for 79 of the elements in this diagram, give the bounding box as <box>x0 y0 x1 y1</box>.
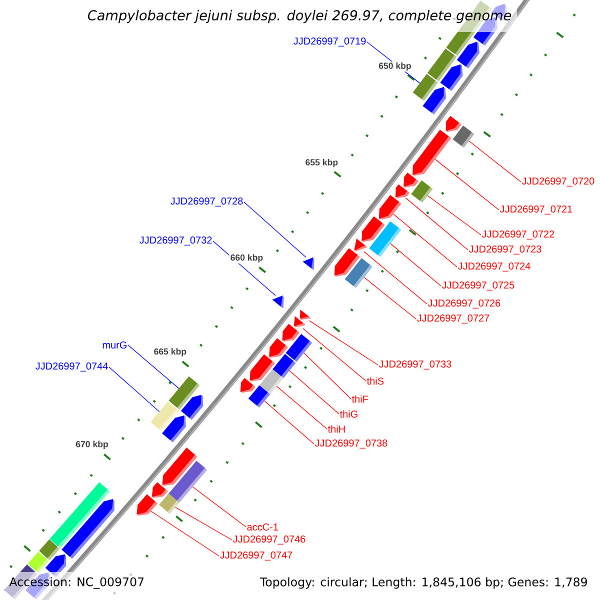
gene-block <box>286 334 312 362</box>
leader-line <box>468 140 522 182</box>
gene-feature <box>300 310 312 320</box>
gene-feature <box>272 296 284 308</box>
gene-feature <box>269 338 288 358</box>
gene-label: JJD26997_0728 <box>170 198 243 206</box>
leader-line <box>364 251 428 304</box>
gene-label: JJD26997_0725 <box>442 282 514 290</box>
gene-label: thiS <box>366 377 384 385</box>
gene-label: thiF <box>352 395 368 403</box>
leader-line <box>276 386 328 430</box>
gene-label: JJD26997_0744 <box>36 362 108 372</box>
gene-feature <box>412 130 452 176</box>
gene-block <box>452 126 474 148</box>
gene-feature <box>456 42 480 68</box>
gene-feature <box>152 482 168 498</box>
title: Campylobacter jejuni subsp. doylei 269.97, complete genome <box>83 0 517 32</box>
gene-label: JJD26997_0726 <box>428 300 500 308</box>
gene-block <box>411 180 433 203</box>
gene-feature <box>378 195 402 220</box>
gene-block <box>369 221 402 258</box>
leader-line <box>150 510 220 556</box>
leader-line <box>244 202 306 258</box>
gene-label: murG <box>102 341 126 349</box>
gene-block <box>248 385 270 408</box>
gene-feature <box>404 172 419 188</box>
leader-line <box>264 400 314 444</box>
gene-feature <box>45 554 66 578</box>
gene-feature <box>422 86 446 114</box>
leader-line <box>393 214 458 268</box>
gene-feature <box>180 394 204 420</box>
leader-line <box>108 366 160 412</box>
genome-summary-text: Topology: circular; Length: 1,845,106 bp; Genes: 1,789 <box>260 577 587 589</box>
scale-label: 655 kbp <box>304 158 340 168</box>
gene-label: JJD26997_0733 <box>378 360 452 370</box>
gene-feature <box>302 257 314 270</box>
leader-line <box>364 277 416 320</box>
accession-text: Accession: NC_009707 <box>5 572 148 600</box>
leader-line <box>302 328 366 382</box>
scale-label: 670 kbp <box>74 440 110 450</box>
gene-label: JJD26997_0721 <box>500 206 572 214</box>
gene-label: JJD26997_0747 <box>220 552 292 560</box>
leader-line <box>175 506 232 540</box>
leader-line <box>289 370 340 414</box>
leader-line <box>128 344 180 389</box>
gene-block <box>344 258 373 288</box>
gene-label: JJD26997_0722 <box>482 230 554 240</box>
leader-line <box>390 243 442 286</box>
leader-line <box>304 352 352 400</box>
gene-feature <box>240 378 256 393</box>
gene-feature <box>282 324 300 342</box>
gene-label: JJD26997_0723 <box>468 246 542 254</box>
scale-label: 650 kbp <box>378 61 412 72</box>
gene-label: JJD26997_0727 <box>416 314 490 324</box>
gene-label: thiH <box>328 425 345 433</box>
gene-label: thiG <box>340 410 358 418</box>
scale-label: 660 kbp <box>229 253 264 264</box>
gene-label: JJD26997_0732 <box>140 236 212 246</box>
gene-feature <box>136 494 158 516</box>
gene-feature <box>354 238 368 252</box>
leader-line <box>434 158 500 210</box>
gene-label: JJD26997_0724 <box>458 262 530 272</box>
leader-line <box>405 198 468 250</box>
leader-line <box>192 486 246 528</box>
gene-feature <box>440 64 463 91</box>
gene-feature <box>62 499 114 559</box>
gene-label: JJD26997_0719 <box>294 38 366 46</box>
leader-line <box>427 195 482 236</box>
gene-label: JJD26997_0738 <box>314 440 388 448</box>
gene-label: JJD26997_0720 <box>522 178 594 186</box>
gene-feature <box>162 415 186 442</box>
gene-block <box>159 494 180 514</box>
gene-feature <box>294 316 306 328</box>
gene-feature <box>395 184 410 198</box>
gene-feature <box>446 116 462 132</box>
gene-label: accC-1 <box>247 523 278 531</box>
leader-line <box>308 320 378 366</box>
scale-label: 665 kbp <box>152 347 188 358</box>
gene-label: JJD26997_0746 <box>232 536 306 544</box>
